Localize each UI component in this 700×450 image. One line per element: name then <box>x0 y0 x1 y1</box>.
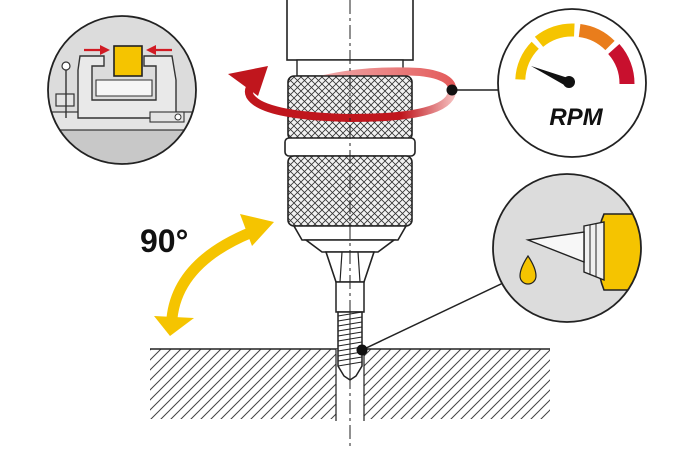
connector-dot-oil <box>356 344 368 356</box>
oil-drop <box>519 254 537 285</box>
angle-arrow-head-bottom <box>154 316 194 336</box>
gauge-arc-yellow2 <box>534 23 575 48</box>
gauge-hub <box>563 76 575 88</box>
gauge-arc-yellow <box>515 41 539 80</box>
angle-label: 90° <box>140 223 188 259</box>
cutting-oil-bottle-icon <box>492 173 642 323</box>
gauge-arc-red <box>607 44 635 85</box>
gauge-arc-orange <box>578 24 615 51</box>
vise-inset-border <box>47 15 197 165</box>
oil-inset-border <box>492 173 642 323</box>
gauge-needle <box>531 66 568 86</box>
angle-arrow-head-top <box>240 214 274 246</box>
vise-clamp-icon <box>47 15 197 165</box>
connector-oil <box>361 274 521 351</box>
rotation-arrow-icon <box>228 66 456 123</box>
rotation-arrow-head <box>228 66 268 96</box>
connector-dot-rpm <box>446 84 458 96</box>
rpm-label: RPM <box>549 104 603 131</box>
clamped-part <box>113 45 143 77</box>
chuck-sleeve-lower <box>287 155 413 227</box>
rpm-gauge-icon: RPM <box>497 8 647 158</box>
right-angle-arrow-icon <box>154 214 274 336</box>
